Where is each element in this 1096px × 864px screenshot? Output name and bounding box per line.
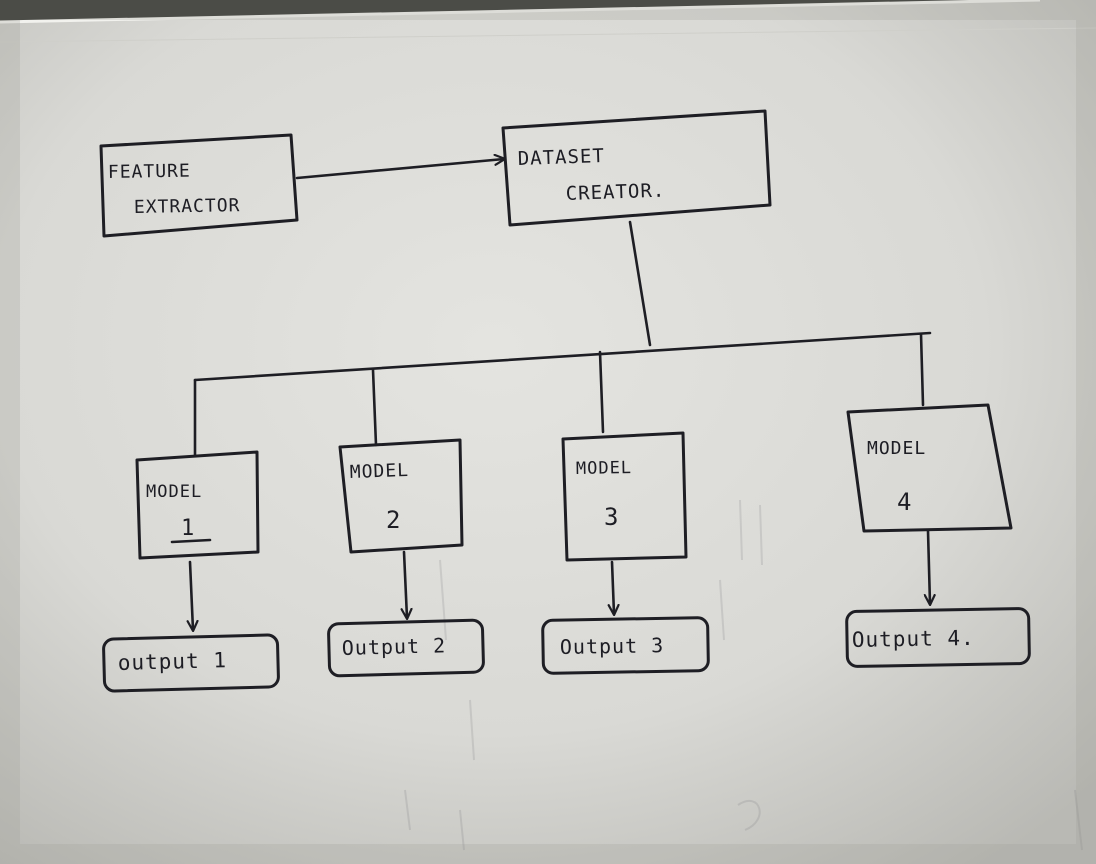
edge-model-1-to-output-1	[190, 560, 193, 630]
edge-bus-to-model-2	[371, 368, 378, 447]
model-4-number: 4	[897, 488, 912, 516]
model-1-node: MODEL 1	[135, 450, 260, 560]
model-1-underline	[170, 538, 212, 544]
feature-extractor-node: FEATURE EXTRACTOR	[99, 133, 299, 238]
edge-feature-to-dataset	[295, 159, 504, 180]
edge-bus-to-model-3	[598, 350, 605, 434]
model-2-box	[338, 438, 464, 554]
paper-edge	[0, 0, 1041, 24]
model-3-number: 3	[604, 503, 619, 531]
model-2-label: MODEL	[349, 460, 409, 483]
feature-extractor-label-line2: EXTRACTOR	[134, 195, 241, 218]
output-3-box	[541, 616, 710, 675]
output-1-label: output 1	[118, 648, 228, 675]
feature-extractor-box	[99, 133, 299, 238]
edge-bus-to-model-4	[919, 332, 925, 407]
model-2-number: 2	[386, 506, 401, 534]
model-4-label: MODEL	[867, 438, 926, 459]
model-3-node: MODEL 3	[561, 431, 688, 562]
output-4-node: Output 4.	[845, 607, 1031, 668]
output-2-label: Output 2	[342, 633, 447, 660]
output-2-node: Output 2	[327, 618, 485, 678]
edge-bus-line	[193, 331, 932, 382]
model-2-node: MODEL 2	[338, 438, 464, 554]
output-1-box	[102, 633, 280, 693]
dataset-creator-node: DATASET CREATOR.	[501, 109, 772, 227]
edge-dataset-trunk	[628, 220, 652, 347]
edge-model-4-to-output-4	[928, 529, 930, 604]
edge-model-3-to-output-3	[612, 560, 614, 614]
edge-model-2-to-output-2	[404, 550, 407, 618]
output-1-node: output 1	[102, 633, 280, 693]
model-1-label: MODEL	[146, 482, 202, 502]
model-3-label: MODEL	[576, 458, 633, 479]
output-2-box	[327, 618, 485, 678]
model-3-box	[561, 431, 688, 562]
output-4-label: Output 4.	[852, 626, 975, 652]
output-4-box	[845, 607, 1031, 668]
model-1-box	[135, 450, 260, 560]
output-3-label: Output 3	[560, 633, 665, 659]
model-1-number: 1	[181, 516, 195, 541]
dataset-creator-label-line2: CREATOR.	[565, 180, 665, 205]
dataset-creator-label-line1: DATASET	[517, 145, 605, 170]
model-4-box	[846, 403, 1013, 533]
feature-extractor-label-line1: FEATURE	[108, 161, 191, 183]
output-3-node: Output 3	[541, 616, 710, 675]
page-rule	[0, 27, 1096, 43]
bleed-through-marks	[404, 499, 1083, 851]
model-4-node: MODEL 4	[846, 403, 1013, 533]
dataset-creator-box	[501, 109, 772, 227]
